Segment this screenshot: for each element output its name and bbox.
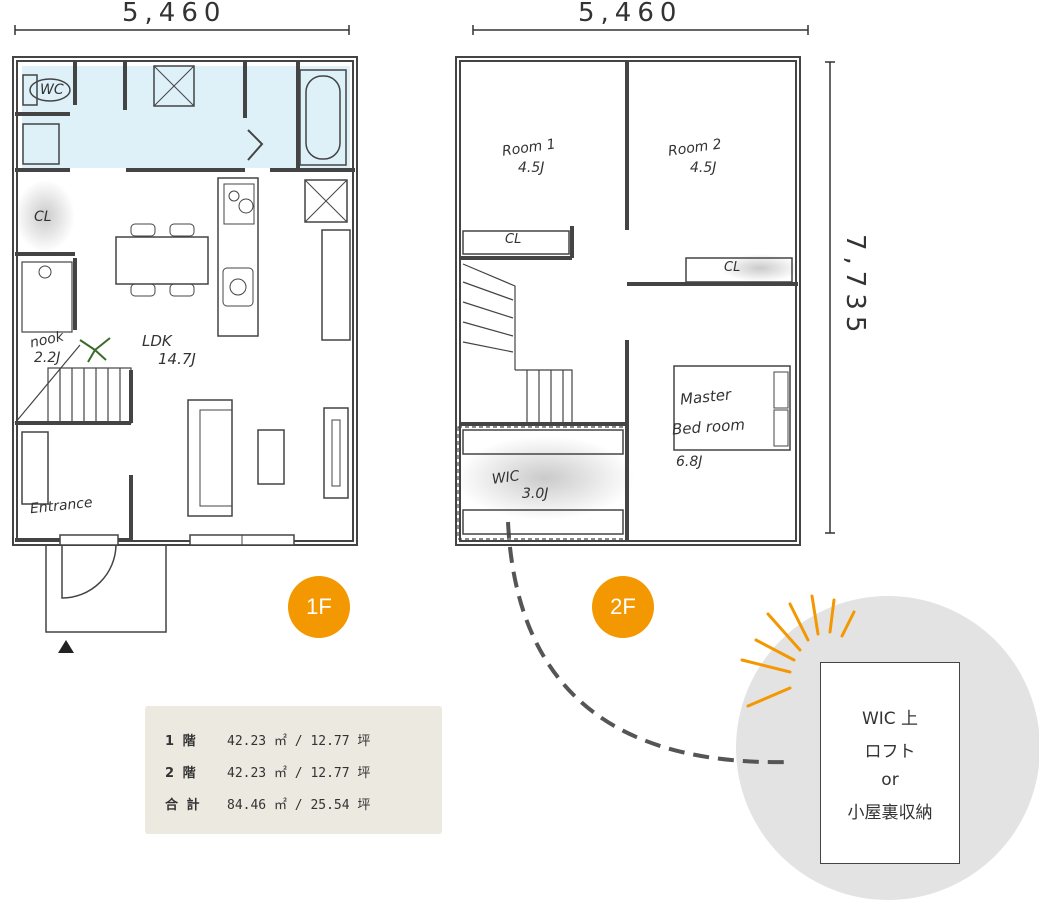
area-label-total: 合 計 (165, 798, 202, 813)
dimension-depth: 7,735 (840, 234, 870, 339)
floor2-plan (455, 56, 801, 546)
room-label-nook-size: 2.2J (34, 350, 61, 366)
area-row-1f: 1 階 42.23 ㎡ / 12.77 坪 (165, 730, 370, 749)
room-label-master-size: 6.8J (676, 454, 703, 470)
entrance-arrow-icon (58, 640, 74, 653)
room-label-cl-1: CL (505, 232, 522, 247)
loft-line-3: or (881, 769, 899, 790)
room-label-wc: WC (40, 82, 64, 98)
area-value-2f: 42.23 ㎡ / 12.77 坪 (227, 766, 371, 781)
room-label-room2-size: 4.5J (690, 160, 717, 176)
room-label-ldk: LDK (142, 332, 172, 350)
area-row-total: 合 計 84.46 ㎡ / 25.54 坪 (165, 794, 370, 813)
wet-area (22, 66, 350, 168)
room-label-cl: CL (34, 209, 52, 225)
room-label-ldk-size: 14.7J (158, 350, 196, 368)
loft-line-4: 小屋裏収納 (847, 802, 933, 823)
room-label-cl-2: CL (724, 260, 741, 275)
area-value-total: 84.46 ㎡ / 25.54 坪 (227, 798, 371, 813)
loft-callout: WIC 上 ロフト or 小屋裏収納 (820, 662, 960, 864)
room-label-room1-size: 4.5J (518, 160, 545, 176)
dimension-2f-width: 5,460 (578, 0, 683, 28)
loft-line-1: WIC 上 (861, 708, 919, 729)
area-summary: 1 階 42.23 ㎡ / 12.77 坪 2 階 42.23 ㎡ / 12.77 … (145, 706, 442, 834)
dimension-1f-width: 5,460 (122, 0, 227, 28)
area-row-2f: 2 階 42.23 ㎡ / 12.77 坪 (165, 762, 370, 781)
area-label-2f: 2 階 (165, 766, 198, 781)
floor1-plan (12, 56, 358, 653)
sparkle-icon (740, 594, 856, 708)
badge-2f: 2F (592, 576, 654, 638)
loft-connector (506, 521, 791, 765)
area-label-1f: 1 階 (165, 734, 198, 749)
badge-1f: 1F (288, 576, 350, 638)
area-value-1f: 42.23 ㎡ / 12.77 坪 (227, 734, 371, 749)
room-label-wic-size: 3.0J (522, 486, 549, 502)
loft-line-2: ロフト (864, 741, 916, 762)
